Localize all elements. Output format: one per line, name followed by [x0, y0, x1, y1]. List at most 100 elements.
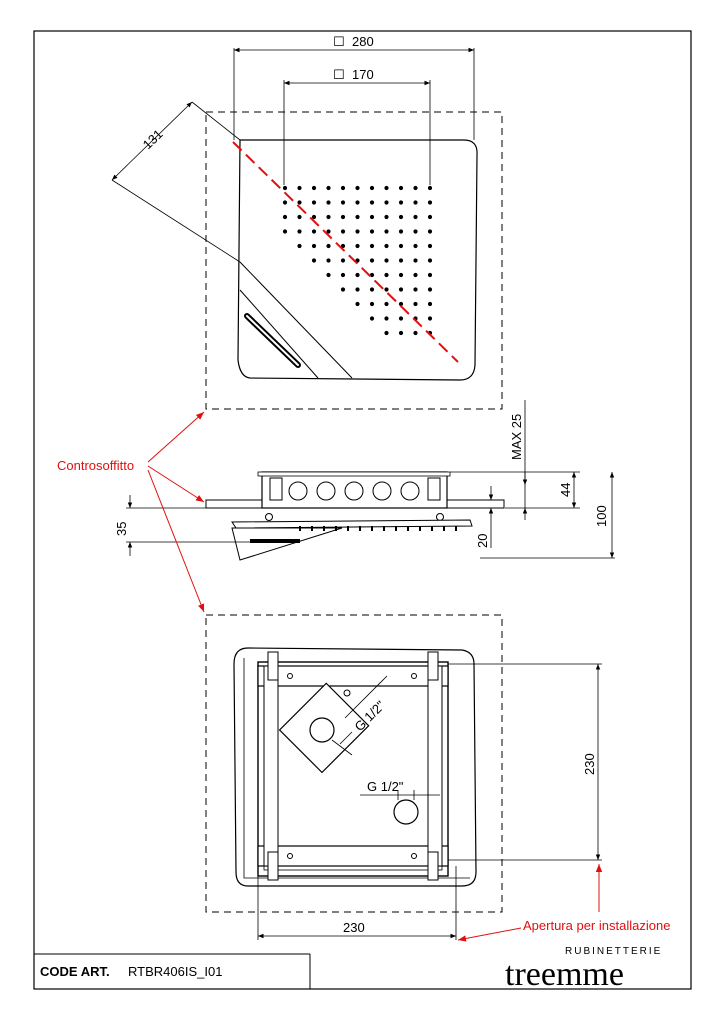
nozzle-dot: [384, 301, 389, 307]
nozzle-dot: [427, 243, 433, 249]
nozzle-dot: [384, 330, 389, 336]
nozzle-dot: [369, 272, 375, 278]
nozzle-dot: [297, 200, 302, 205]
nozzle-dot: [355, 229, 360, 234]
nozzle-dot: [398, 258, 404, 263]
dim-230-horizontal: 230: [343, 920, 365, 935]
bottom-ceiling-outline: [205, 614, 503, 913]
nozzle-dot: [398, 272, 404, 278]
nozzle-dot: [355, 200, 360, 205]
nozzle-dot: [355, 272, 360, 278]
nozzle-dot: [311, 214, 317, 220]
nozzle-dot: [398, 200, 404, 205]
dim-170: 170: [352, 67, 374, 82]
nozzle-dot: [384, 287, 389, 292]
dim-44: 44: [558, 483, 573, 497]
nozzle-dot: [340, 287, 346, 292]
dim-100: 100: [594, 505, 609, 527]
nozzle-dot: [427, 272, 433, 278]
nozzle-dot: [282, 214, 288, 220]
nozzle-dot: [340, 258, 346, 263]
bottom-view: G 1/2" G 1/2" 230 230: [205, 614, 602, 940]
diagonal-axis: [232, 141, 459, 363]
nozzle-dot: [355, 243, 360, 249]
bottom-plate-outline: [233, 647, 477, 887]
nozzle-dot: [384, 214, 389, 220]
nozzle-dot: [384, 258, 389, 263]
controsoffitto-label: Controsoffitto: [57, 458, 134, 473]
code-art-value: RTBR406IS_I01: [128, 964, 222, 979]
dim-131: 131: [140, 126, 166, 152]
nozzle-dot: [384, 243, 389, 249]
nozzle-dot: [369, 301, 375, 307]
nozzle-dot: [311, 243, 317, 249]
nozzle-dot: [355, 185, 360, 191]
nozzle-dot: [326, 243, 331, 249]
nozzle-dot-grid: [282, 185, 433, 336]
nozzle-dot: [282, 185, 288, 191]
thread-label-2: G 1/2": [367, 779, 404, 794]
nozzle-dot: [398, 229, 404, 234]
top-ceiling-outline: [205, 111, 503, 410]
nozzle-dot: [398, 301, 404, 307]
nozzle-dot: [413, 185, 418, 191]
nozzle-dot: [384, 200, 389, 205]
dim-max25: MAX 25: [509, 414, 524, 460]
nozzle-dot: [340, 200, 346, 205]
nozzle-dot: [369, 185, 375, 191]
nozzle-dot: [326, 200, 331, 205]
apertura-label: Apertura per installazione: [523, 918, 670, 933]
top-view: ☐ 280 ☐ 170 131: [111, 34, 503, 410]
nozzle-dot: [369, 287, 375, 292]
nozzle-dot: [413, 229, 418, 234]
nozzle-dot: [398, 185, 404, 191]
nozzle-dot: [413, 258, 418, 263]
nozzle-dot: [427, 185, 433, 191]
nozzle-dot: [398, 243, 404, 249]
nozzle-dot: [311, 258, 317, 263]
nozzle-dot: [384, 185, 389, 191]
nozzle-dot: [326, 185, 331, 191]
nozzle-dot: [297, 214, 302, 220]
sq-symbol-280: ☐: [333, 34, 345, 49]
nozzle-dot: [427, 301, 433, 307]
nozzle-dot: [326, 258, 331, 263]
nozzle-dot: [369, 229, 375, 234]
brand-logo: treemme: [505, 956, 624, 993]
nozzle-dot: [297, 243, 302, 249]
nozzle-dot: [427, 258, 433, 263]
nozzle-dot: [369, 214, 375, 220]
nozzle-dot: [413, 214, 418, 220]
nozzle-dot: [398, 287, 404, 292]
nozzle-dot: [413, 287, 418, 292]
nozzle-dot: [340, 243, 346, 249]
nozzle-dot: [326, 272, 331, 278]
nozzle-dot: [340, 272, 346, 278]
dim-35: 35: [114, 522, 129, 536]
nozzle-dot: [355, 287, 360, 292]
nozzle-dot: [384, 229, 389, 234]
nozzle-dot: [413, 200, 418, 205]
nozzle-dot: [413, 272, 418, 278]
sq-symbol-170: ☐: [333, 67, 345, 82]
nozzle-dot: [311, 229, 317, 234]
nozzle-dot: [326, 214, 331, 220]
nozzle-dot: [427, 200, 433, 205]
nozzle-dot: [384, 272, 389, 278]
nozzle-dot: [427, 316, 433, 321]
nozzle-dot: [384, 316, 389, 321]
nozzle-dot: [326, 229, 331, 234]
nozzle-dot: [369, 200, 375, 205]
nozzle-dot: [282, 200, 288, 205]
nozzle-dot: [355, 301, 360, 307]
nozzle-dot: [413, 330, 418, 336]
nozzle-dot: [282, 229, 288, 234]
dim-230-vertical: 230: [582, 753, 597, 775]
nozzle-dot: [340, 185, 346, 191]
mounting-frame: [257, 661, 449, 877]
sheet-border: [33, 30, 692, 990]
nozzle-dot: [398, 330, 404, 336]
nozzle-dot: [297, 229, 302, 234]
nozzle-dot: [398, 214, 404, 220]
